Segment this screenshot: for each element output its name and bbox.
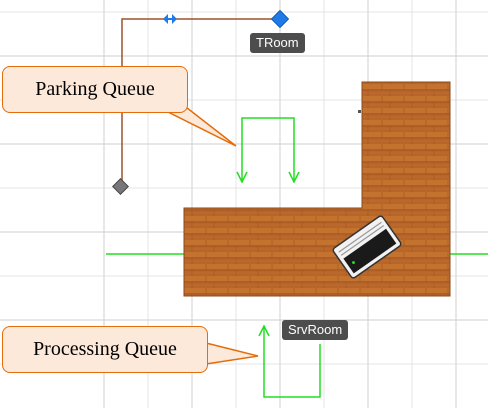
server-icon[interactable]	[332, 215, 402, 279]
troom-label[interactable]: TRoom	[250, 33, 305, 53]
diamond-handle-icon[interactable]	[270, 9, 290, 29]
floor-marker	[358, 110, 361, 113]
parking-queue-text: Parking Queue	[35, 78, 155, 100]
parking-queue-path[interactable]	[236, 117, 300, 184]
corner-handle-icon[interactable]	[112, 178, 129, 195]
floor-area[interactable]	[183, 81, 451, 297]
srvroom-label[interactable]: SrvRoom	[282, 320, 349, 340]
processing-queue-text: Processing Queue	[33, 338, 177, 360]
double-arrow-icon[interactable]	[163, 14, 177, 24]
processing-queue-path[interactable]	[258, 324, 321, 398]
processing-queue-pointer	[205, 342, 259, 365]
parking-queue-callout: Parking Queue	[2, 66, 188, 113]
processing-queue-callout: Processing Queue	[2, 326, 208, 373]
wire-connector[interactable]	[121, 18, 280, 188]
